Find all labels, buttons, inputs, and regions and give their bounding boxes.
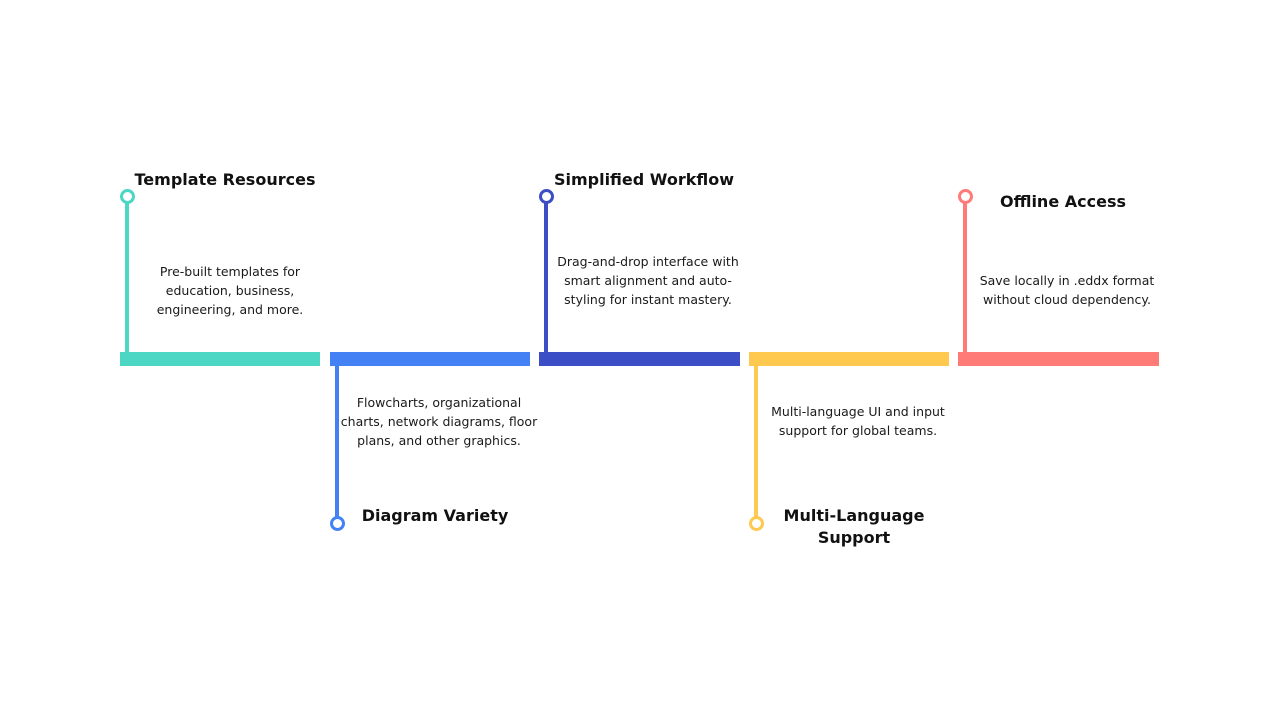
step-description-offline-access: Save locally in .eddx format without clo… — [979, 273, 1155, 307]
marker-diagram-variety — [330, 516, 345, 531]
stem-template-resources — [125, 201, 129, 353]
step-description-diagram-variety: Flowcharts, organizational charts, netwo… — [340, 395, 538, 448]
marker-offline-access — [958, 189, 973, 204]
step-title-offline-access: Offline Access — [999, 192, 1126, 211]
timeline-bar-simplified-workflow — [539, 352, 740, 366]
stem-multi-language-support — [754, 365, 758, 517]
step-title-template-resources: Template Resources — [134, 170, 316, 189]
timeline-bar-multi-language-support — [749, 352, 949, 366]
marker-multi-language-support — [749, 516, 764, 531]
timeline-bar-template-resources — [120, 352, 320, 366]
step-title-simplified-workflow: Simplified Workflow — [553, 170, 735, 189]
stem-offline-access — [963, 201, 967, 353]
step-description-multi-language-support: Multi-language UI and input support for … — [771, 404, 945, 438]
step-description-simplified-workflow: Drag-and-drop interface with smart align… — [557, 254, 739, 307]
marker-template-resources — [120, 189, 135, 204]
timeline-bar-offline-access — [958, 352, 1159, 366]
timeline-bar-diagram-variety — [330, 352, 530, 366]
step-title-multi-language-support: Multi-Language Support — [783, 506, 925, 547]
step-description-template-resources: Pre-built templates for education, busin… — [156, 264, 304, 317]
stem-simplified-workflow — [544, 201, 548, 353]
stem-diagram-variety — [335, 365, 339, 517]
step-title-diagram-variety: Diagram Variety — [361, 506, 509, 525]
marker-simplified-workflow — [539, 189, 554, 204]
